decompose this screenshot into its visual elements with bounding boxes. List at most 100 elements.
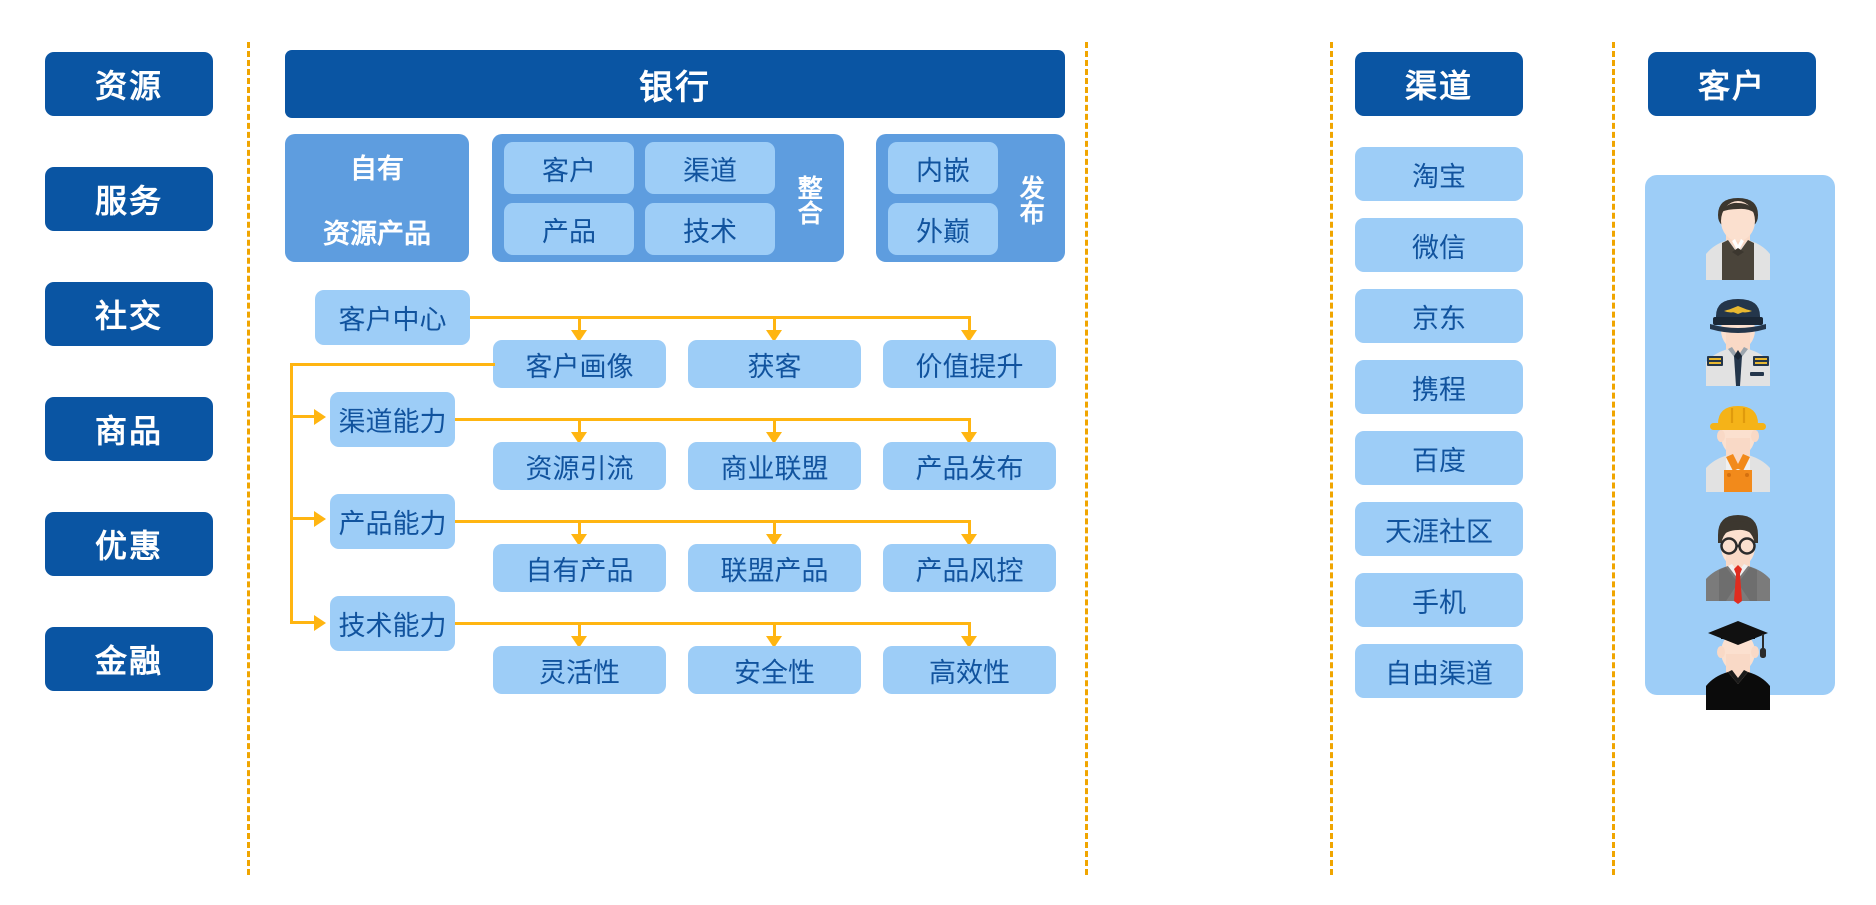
flow-target-1-0[interactable]: 资源引流 <box>493 442 666 490</box>
own-row-0-label: 自有 <box>350 154 404 184</box>
left-item-0[interactable]: 资源 <box>45 52 213 116</box>
graduate-avatar-icon <box>1688 614 1788 714</box>
flow-connector-1-drop-2 <box>968 418 971 434</box>
channel-item-5[interactable]: 天涯社区 <box>1355 502 1523 556</box>
waiter-avatar-icon <box>1688 192 1788 287</box>
flow-connector-1-arrow-0 <box>571 432 587 444</box>
flow-target-2-0-label: 自有产品 <box>525 555 634 586</box>
divider-right <box>1612 42 1615 875</box>
integration-cell-3[interactable]: 技术 <box>645 203 775 255</box>
left-item-1[interactable]: 服务 <box>45 167 213 231</box>
left-item-4[interactable]: 优惠 <box>45 512 213 576</box>
flow-connector-2-arrow-0 <box>571 534 587 546</box>
flow-source-0-label: 客户中心 <box>338 305 447 335</box>
spine-branch-2-arrow <box>314 511 326 527</box>
construction-worker-avatar-icon <box>1688 396 1788 496</box>
flow-connector-2-drop-1 <box>773 520 776 536</box>
flow-target-1-2[interactable]: 产品发布 <box>883 442 1056 490</box>
flow-source-1[interactable]: 渠道能力 <box>330 392 455 447</box>
left-item-0-label: 资源 <box>94 68 163 104</box>
spine-branch-3 <box>290 621 316 624</box>
customer-title-label: 客户 <box>1697 68 1766 104</box>
flow-connector-1-drop-1 <box>773 418 776 434</box>
flow-connector-3-drop-0 <box>578 622 581 638</box>
flow-target-0-1-label: 获客 <box>747 351 802 382</box>
flow-target-0-0[interactable]: 客户画像 <box>493 340 666 388</box>
flow-target-2-2[interactable]: 产品风控 <box>883 544 1056 592</box>
flow-source-2[interactable]: 产品能力 <box>330 494 455 549</box>
own-row-0[interactable]: 自有 <box>289 138 465 195</box>
flow-connector-1-arrow-1 <box>766 432 782 444</box>
own-row-1[interactable]: 资源产品 <box>289 203 465 260</box>
flow-target-3-1-label: 安全性 <box>734 657 815 688</box>
channel-item-0[interactable]: 淘宝 <box>1355 147 1523 201</box>
publish-cell-0-label: 内嵌 <box>916 155 970 186</box>
integration-cell-0[interactable]: 客户 <box>504 142 634 194</box>
publish-cell-1[interactable]: 外巅 <box>888 203 998 255</box>
divider-channel-customer <box>1330 42 1333 875</box>
left-item-5-label: 金融 <box>94 643 163 679</box>
flow-connector-0-arrow-1 <box>766 330 782 342</box>
flow-target-3-1[interactable]: 安全性 <box>688 646 861 694</box>
flow-connector-0-arrow-0 <box>571 330 587 342</box>
flow-target-3-2[interactable]: 高效性 <box>883 646 1056 694</box>
pilot-avatar-icon <box>1688 290 1788 390</box>
spine-branch-2 <box>290 517 316 520</box>
spine-branch-1-arrow <box>314 409 326 425</box>
bank-title-label: 银行 <box>639 68 711 107</box>
flow-connector-3-bus <box>455 622 970 625</box>
flow-target-1-2-label: 产品发布 <box>915 453 1024 484</box>
channel-title: 渠道 <box>1355 52 1523 116</box>
flow-connector-3-drop-2 <box>968 622 971 638</box>
flow-connector-3-arrow-1 <box>766 636 782 648</box>
left-item-3-label: 商品 <box>94 413 163 449</box>
flow-connector-2-drop-2 <box>968 520 971 536</box>
spine-branch-1 <box>290 415 316 418</box>
integration-cell-2[interactable]: 产品 <box>504 203 634 255</box>
flow-connector-1-drop-0 <box>578 418 581 434</box>
channel-item-2-label: 京东 <box>1412 303 1466 334</box>
flow-target-1-0-label: 资源引流 <box>525 453 634 484</box>
channel-item-2[interactable]: 京东 <box>1355 289 1523 343</box>
channel-item-0-label: 淘宝 <box>1412 161 1466 192</box>
channel-title-label: 渠道 <box>1404 68 1473 104</box>
flow-target-1-1-label: 商业联盟 <box>720 453 829 484</box>
flow-source-3[interactable]: 技术能力 <box>330 596 455 651</box>
flow-connector-1-bus <box>455 418 970 421</box>
integration-vertical-text: 整合 <box>794 175 823 225</box>
integration-cell-2-label: 产品 <box>542 216 596 247</box>
left-item-5[interactable]: 金融 <box>45 627 213 691</box>
flow-target-0-2[interactable]: 价值提升 <box>883 340 1056 388</box>
flow-connector-0-drop-0 <box>578 316 581 332</box>
flow-target-1-1[interactable]: 商业联盟 <box>688 442 861 490</box>
flow-connector-3-drop-1 <box>773 622 776 638</box>
channel-item-1[interactable]: 微信 <box>1355 218 1523 272</box>
flow-target-0-1[interactable]: 获客 <box>688 340 861 388</box>
channel-item-5-label: 天涯社区 <box>1385 516 1493 547</box>
divider-bank-channel <box>1085 42 1088 875</box>
bank-title: 银行 <box>285 50 1065 118</box>
flow-source-0[interactable]: 客户中心 <box>315 290 470 345</box>
channel-item-7[interactable]: 自由渠道 <box>1355 644 1523 698</box>
publish-vertical-label: 发布 <box>1008 150 1052 250</box>
flow-target-3-0[interactable]: 灵活性 <box>493 646 666 694</box>
flow-connector-3-arrow-0 <box>571 636 587 648</box>
channel-item-3[interactable]: 携程 <box>1355 360 1523 414</box>
spine-top-link <box>290 363 495 366</box>
left-item-3[interactable]: 商品 <box>45 397 213 461</box>
integration-cell-3-label: 技术 <box>683 216 737 247</box>
flow-target-2-0[interactable]: 自有产品 <box>493 544 666 592</box>
channel-item-4[interactable]: 百度 <box>1355 431 1523 485</box>
integration-cell-1[interactable]: 渠道 <box>645 142 775 194</box>
flow-target-3-2-label: 高效性 <box>929 657 1010 688</box>
flow-target-2-1[interactable]: 联盟产品 <box>688 544 861 592</box>
left-item-2[interactable]: 社交 <box>45 282 213 346</box>
flow-connector-0-arrow-2 <box>961 330 977 342</box>
publish-cell-0[interactable]: 内嵌 <box>888 142 998 194</box>
channel-item-6[interactable]: 手机 <box>1355 573 1523 627</box>
flow-target-0-2-label: 价值提升 <box>915 351 1024 382</box>
flow-target-2-1-label: 联盟产品 <box>720 555 829 586</box>
flow-target-0-0-label: 客户画像 <box>525 351 634 382</box>
channel-item-6-label: 手机 <box>1412 587 1466 618</box>
